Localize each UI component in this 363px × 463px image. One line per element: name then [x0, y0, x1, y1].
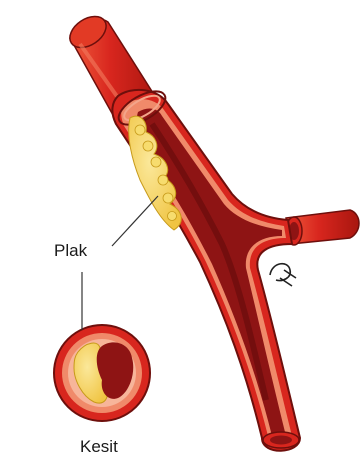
plaque-label: Plak — [54, 242, 87, 259]
plaque-leader-line — [112, 196, 158, 246]
cross-section — [54, 325, 150, 421]
artist-signature — [270, 264, 296, 286]
artery-side-branch — [286, 210, 359, 245]
cross-section-label: Kesit — [80, 438, 118, 455]
